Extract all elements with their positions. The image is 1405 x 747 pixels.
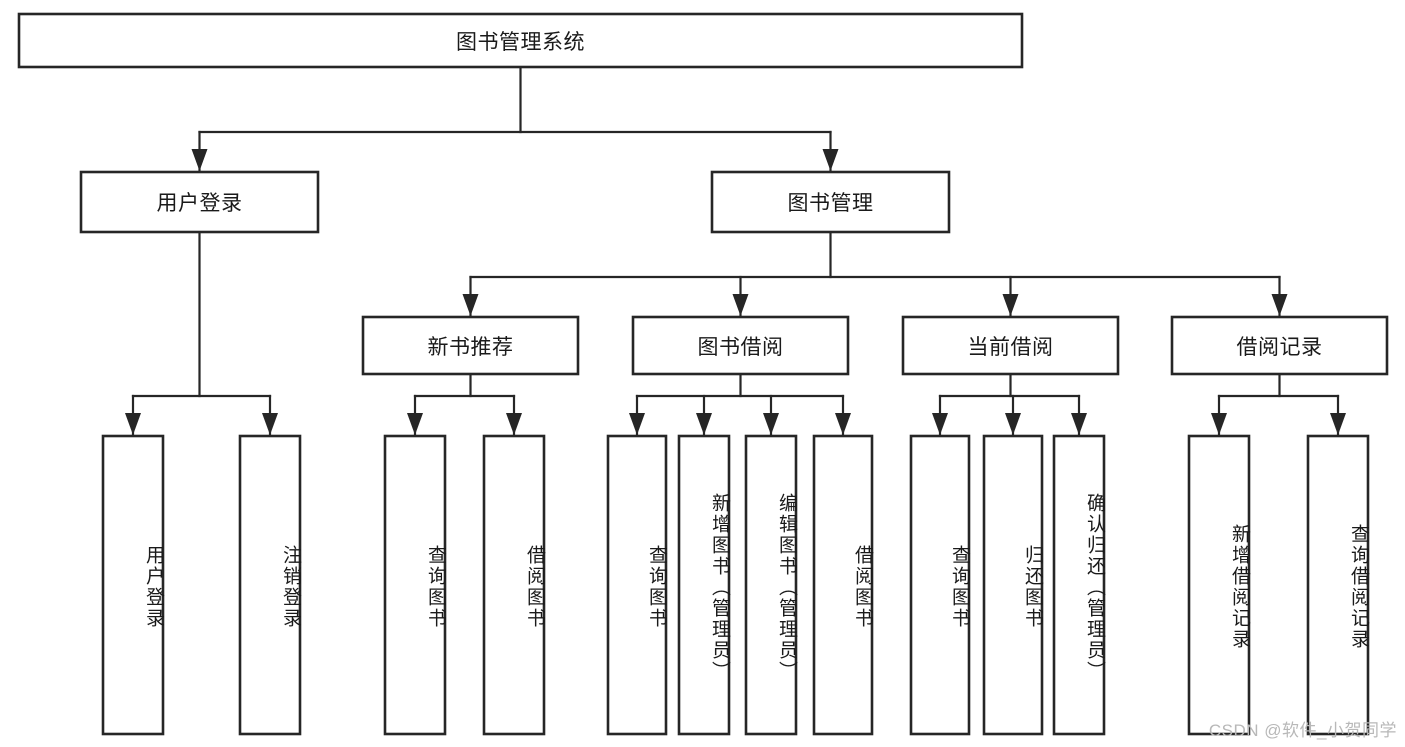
node-box-borrow_record[interactable] [1170,315,1389,376]
arrow-head-book_borrow [732,294,749,316]
arrow-head-current_borrow [1002,294,1019,316]
box-layer [17,12,1389,736]
node-leaf_query_book_rec[interactable] [385,436,445,734]
node-borrow_record[interactable] [1172,317,1387,374]
node-box-new_book_rec[interactable] [361,315,580,376]
node-box-current_borrow[interactable] [901,315,1120,376]
arrow-head-user_login [191,149,208,171]
arrow-head-new_book_rec [462,294,479,316]
node-user_login[interactable] [81,172,318,232]
watermark: CSDN @软件_小贺同学 [1208,721,1397,740]
node-box-leaf_query_book_rec[interactable] [383,434,447,736]
node-box-root[interactable] [17,12,1024,69]
edge-layer [125,65,1346,437]
arrow-head-leaf_query_record [1330,413,1346,435]
arrow-head-borrow_record [1271,294,1288,316]
node-box-leaf_confirm_return[interactable] [1052,434,1106,736]
node-leaf_user_login[interactable] [103,436,163,734]
node-leaf_confirm_return[interactable] [1054,436,1104,734]
node-leaf_query_book_c[interactable] [911,436,969,734]
node-leaf_borrow_book_rec[interactable] [484,436,544,734]
arrow-head-leaf_query_book_b [629,413,645,435]
node-box-leaf_logout[interactable] [238,434,302,736]
node-box-leaf_borrow_book_rec[interactable] [482,434,546,736]
node-book_mgmt[interactable] [712,172,949,232]
node-leaf_add_book[interactable] [679,436,729,734]
arrow-head-book_mgmt [822,149,839,171]
node-box-leaf_query_book_c[interactable] [909,434,971,736]
node-leaf_add_record[interactable] [1189,436,1249,734]
node-box-book_mgmt[interactable] [710,170,951,234]
node-leaf_return_book[interactable] [984,436,1042,734]
arrow-head-leaf_query_book_c [932,413,948,435]
arrow-head-leaf_add_book [696,413,712,435]
node-leaf_query_record[interactable] [1308,436,1368,734]
node-box-leaf_borrow_book_b[interactable] [812,434,874,736]
node-leaf_logout[interactable] [240,436,300,734]
node-box-leaf_query_record[interactable] [1306,434,1370,736]
node-leaf_edit_book[interactable] [746,436,796,734]
node-box-leaf_add_record[interactable] [1187,434,1251,736]
node-box-leaf_edit_book[interactable] [744,434,798,736]
arrow-head-leaf_edit_book [763,413,779,435]
node-book_borrow[interactable] [633,317,848,374]
node-box-user_login[interactable] [79,170,320,234]
arrow-head-leaf_borrow_book_b [835,413,851,435]
arrow-head-leaf_return_book [1005,413,1021,435]
arrow-head-leaf_logout [262,413,278,435]
node-box-leaf_query_book_b[interactable] [606,434,668,736]
node-root[interactable] [19,14,1022,67]
arrow-head-leaf_borrow_book_rec [506,413,522,435]
node-leaf_query_book_b[interactable] [608,436,666,734]
arrow-head-leaf_confirm_return [1071,413,1087,435]
node-box-book_borrow[interactable] [631,315,850,376]
node-new_book_rec[interactable] [363,317,578,374]
node-leaf_borrow_book_b[interactable] [814,436,872,734]
arrow-head-leaf_user_login [125,413,141,435]
node-current_borrow[interactable] [903,317,1118,374]
arrow-head-leaf_query_book_rec [407,413,423,435]
node-box-leaf_return_book[interactable] [982,434,1044,736]
node-box-leaf_add_book[interactable] [677,434,731,736]
node-box-leaf_user_login[interactable] [101,434,165,736]
arrow-head-leaf_add_record [1211,413,1227,435]
